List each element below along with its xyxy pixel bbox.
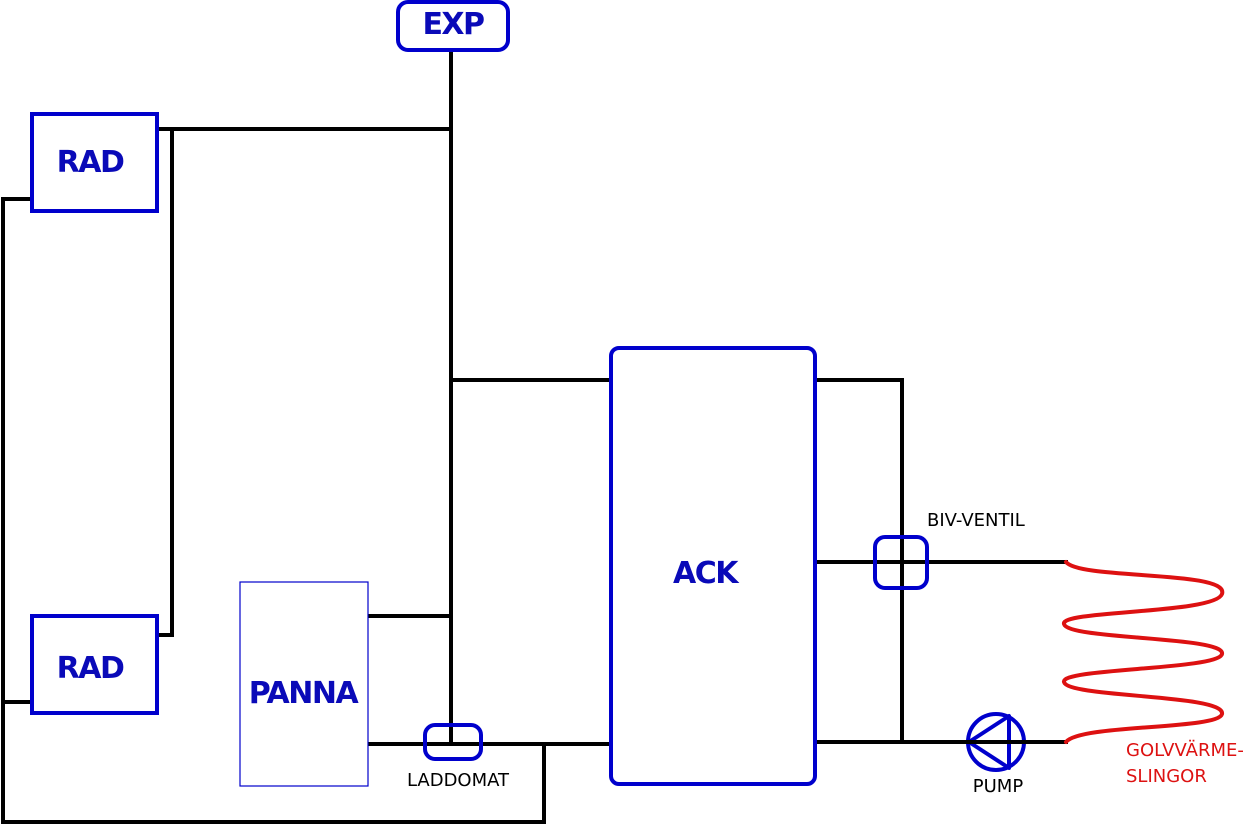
floor-heating-label-line2: SLINGOR [1126,766,1207,787]
radiator-top-label: RAD [57,145,124,180]
accumulator-tank: ACK [609,346,817,786]
laddomat-shape [423,723,483,761]
radiator-top-shape [30,112,159,213]
boiler-shape [239,581,369,787]
exp-label: EXP [422,7,484,42]
boiler: PANNA [239,581,369,787]
radiator-bottom: RAD [30,614,159,715]
laddomat-label: LADDOMAT [407,770,510,791]
laddomat: LADDOMAT [407,723,510,791]
exp-tank-shape [396,0,510,52]
biv-valve-label: BIV-VENTIL [927,510,1025,531]
floor-heating-loops: GOLVVÄRME- SLINGOR [1061,560,1244,787]
accumulator-tank-label: ACK [673,556,740,591]
radiator-bottom-shape [30,614,159,715]
radiator-top: RAD [30,112,159,213]
pump-label: PUMP [973,776,1024,797]
pump: PUMP [966,712,1026,797]
boiler-label: PANNA [249,676,360,711]
pipes [1,50,1068,824]
exp-tank: EXP [396,0,510,52]
biv-valve: BIV-VENTIL [873,510,1025,590]
floor-heating-label-line1: GOLVVÄRME- [1126,740,1244,761]
floor-heating-coil [1061,560,1225,744]
biv-valve-shape [873,535,929,590]
accumulator-tank-shape [609,346,817,786]
radiator-bottom-label: RAD [57,651,124,686]
